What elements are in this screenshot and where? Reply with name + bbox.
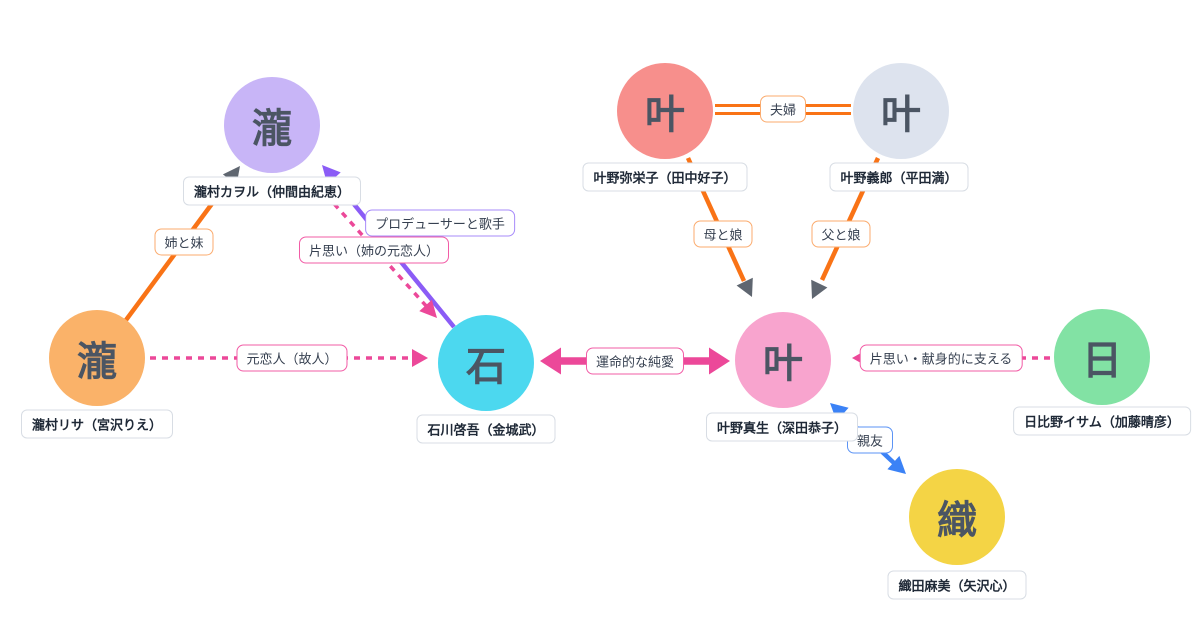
name-label-ishikawa-keigo: 石川啓吾（金城武）	[416, 414, 556, 444]
edge-exlover-arrowhead	[412, 349, 428, 367]
name-label-kanono-girou: 叶野義郎（平田満）	[829, 162, 969, 192]
node-ishikawa-keigo[interactable]: 石	[438, 315, 534, 411]
edge-label-father: 父と娘	[811, 220, 871, 248]
node-ishikawa-keigo-initial: 石	[466, 344, 506, 390]
node-hibino-isamu[interactable]: 日	[1054, 309, 1150, 405]
node-kanono-girou-initial: 叶	[881, 92, 921, 138]
edge-label-producer: プロデューサーと歌手	[365, 209, 515, 237]
edge-friends-arrowhead-bottom	[887, 455, 906, 474]
name-label-takimura-lisa: 瀧村リサ（宮沢りえ）	[20, 409, 174, 439]
edge-kataomoi-arrowhead	[419, 299, 437, 318]
edge-label-devoted: 片思い・献身的に支える	[859, 344, 1023, 372]
edge-kataomoi-line	[316, 184, 430, 310]
node-takimura-kaworu[interactable]: 瀧	[224, 77, 320, 173]
node-kanono-yaeko[interactable]: 叶	[617, 63, 713, 159]
name-label-orita-asami: 織田麻美（矢沢心）	[887, 570, 1027, 600]
name-label-takimura-kaworu: 瀧村カヲル（仲間由紀恵）	[182, 176, 362, 206]
node-orita-asami[interactable]: 織	[909, 469, 1005, 565]
edge-label-fateful: 運命的な純愛	[585, 347, 685, 375]
edge-label-sisters: 姉と妹	[154, 228, 214, 256]
edge-friends-arrowhead-top	[830, 403, 849, 422]
node-takimura-kaworu-initial: 瀧	[252, 106, 292, 152]
node-hibino-isamu-initial: 日	[1082, 338, 1122, 384]
edge-label-mother: 母と娘	[693, 220, 753, 248]
edge-label-kataomoi: 片思い（姉の元恋人）	[298, 236, 450, 264]
edge-father-arrowhead	[811, 279, 828, 299]
name-label-kanono-mao: 叶野真生（深田恭子）	[705, 412, 859, 442]
node-orita-asami-initial: 織	[937, 498, 977, 544]
node-takimura-lisa-initial: 瀧	[77, 339, 117, 385]
node-takimura-lisa[interactable]: 瀧	[49, 310, 145, 406]
edge-label-couple: 夫婦	[759, 95, 807, 123]
node-kanono-girou[interactable]: 叶	[853, 63, 949, 159]
name-label-hibino-isamu: 日比野イサム（加藤晴彦）	[1013, 406, 1191, 436]
edge-mother-arrowhead	[736, 277, 753, 297]
edge-fateful-arrowhead-left	[540, 347, 561, 375]
node-kanono-mao-initial: 叶	[763, 341, 803, 387]
node-kanono-mao[interactable]: 叶	[735, 312, 831, 408]
name-label-kanono-yaeko: 叶野弥栄子（田中好子）	[582, 162, 748, 192]
node-kanono-yaeko-initial: 叶	[645, 92, 685, 138]
edge-fateful-arrowhead-right	[709, 347, 730, 375]
edge-label-exlover: 元恋人（故人）	[236, 344, 348, 372]
